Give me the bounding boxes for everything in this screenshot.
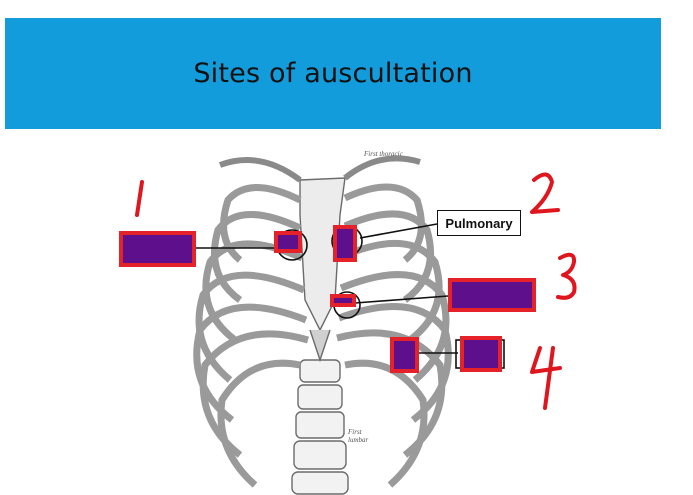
hand-number-2 bbox=[530, 172, 560, 214]
answer-box-4 bbox=[460, 336, 502, 372]
hand-number-4 bbox=[530, 346, 562, 410]
pulmonary-label: Pulmonary bbox=[445, 215, 513, 231]
answer-box-3 bbox=[448, 278, 536, 312]
connector-line-2 bbox=[359, 223, 438, 239]
marker-box-3 bbox=[330, 294, 356, 307]
page-title: Sites of auscultation bbox=[193, 58, 473, 89]
pulmonary-label-box: Pulmonary bbox=[437, 210, 521, 236]
marker-box-1 bbox=[274, 231, 302, 253]
title-banner: Sites of auscultation bbox=[5, 18, 661, 129]
marker-box-4 bbox=[390, 337, 419, 373]
hand-number-3 bbox=[556, 252, 577, 300]
first-thoracic-label: First thoracic bbox=[364, 150, 403, 158]
answer-box-1 bbox=[119, 231, 196, 267]
marker-box-2 bbox=[333, 225, 357, 262]
connector-line-3 bbox=[354, 295, 449, 304]
first-lumbar-label: First lumbar bbox=[348, 428, 369, 444]
hand-number-1 bbox=[135, 180, 144, 217]
